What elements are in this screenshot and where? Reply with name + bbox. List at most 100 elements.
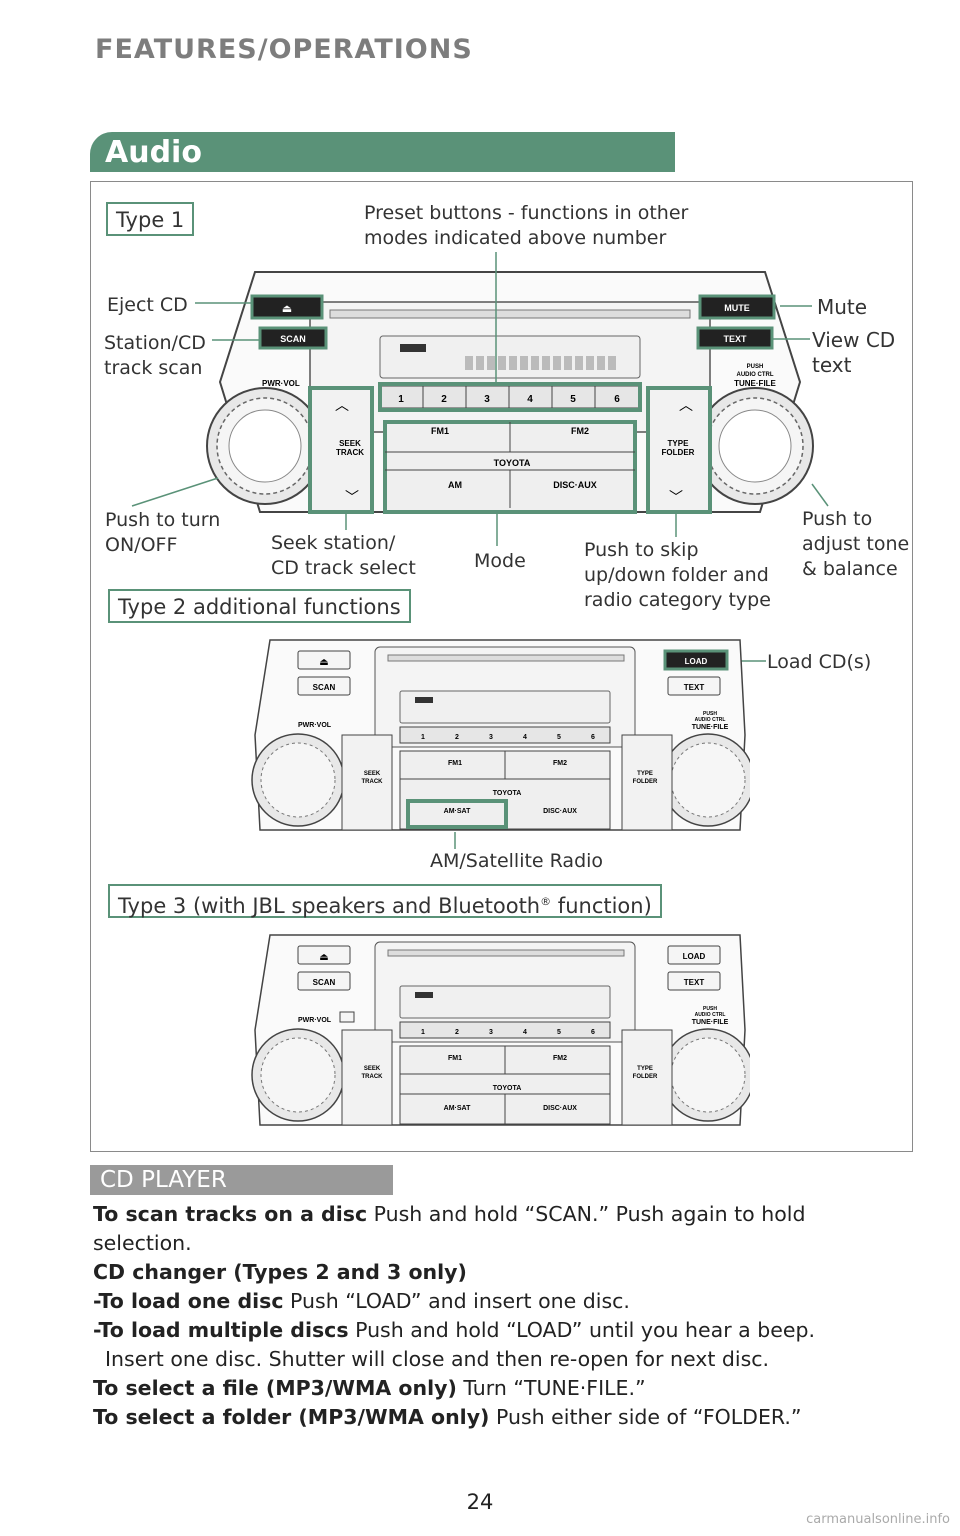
svg-text:3: 3 — [489, 1029, 493, 1036]
type-folder-rocker[interactable] — [621, 1029, 673, 1126]
svg-text:SEEK: SEEK — [339, 439, 361, 448]
type2-tag: Type 2 additional functions — [108, 589, 411, 623]
scan-button[interactable] — [258, 326, 328, 350]
cd-player-bar: CD PLAYER — [90, 1165, 393, 1195]
seek-track-rocker[interactable] — [341, 1029, 393, 1126]
load-button[interactable] — [663, 649, 729, 671]
chevron-down-icon: ﹀ — [669, 489, 683, 505]
type-folder-rocker[interactable]: ︿ TYPE FOLDER ﹀ — [646, 386, 712, 514]
svg-text:PWR·VOL: PWR·VOL — [298, 1017, 332, 1024]
instruction-line: -To load one disc Push “LOAD” and insert… — [93, 1289, 630, 1313]
svg-text:PWR·VOL: PWR·VOL — [298, 722, 332, 729]
svg-text:2: 2 — [441, 394, 447, 405]
instruction-line: Insert one disc. Shutter will close and … — [105, 1347, 770, 1371]
svg-text:1: 1 — [398, 394, 404, 405]
eject-button[interactable] — [297, 650, 351, 670]
instruction-line: To scan tracks on a disc Push and hold “… — [93, 1202, 806, 1226]
fm2-button[interactable]: FM2 — [571, 426, 589, 436]
type1-radio-panel: 1 2 3 4 5 6 ⏏ SCAN MUTE TEXT PWR·VOL PUS… — [206, 271, 814, 514]
svg-text:6: 6 — [591, 1029, 595, 1036]
text-button[interactable] — [667, 676, 721, 696]
svg-text:4: 4 — [527, 394, 533, 405]
svg-text:SEEK: SEEK — [364, 771, 381, 777]
amsat-callout: AM/Satellite Radio — [430, 850, 604, 872]
svg-text:PUSH: PUSH — [703, 711, 717, 717]
svg-text:TEXT: TEXT — [723, 334, 747, 344]
svg-text:AUDIO CTRL: AUDIO CTRL — [695, 717, 726, 723]
section-banner: Audio — [90, 132, 675, 172]
mute-button[interactable] — [698, 294, 776, 320]
svg-text:6: 6 — [591, 734, 595, 741]
eject-callout: Eject CD — [107, 294, 188, 316]
svg-text:LOAD: LOAD — [685, 657, 708, 666]
footer-watermark: carmanualsonline.info — [806, 1512, 950, 1527]
instruction-line: To select a folder (MP3/WMA only) Push e… — [93, 1405, 802, 1429]
svg-text:AUDIO CTRL: AUDIO CTRL — [737, 372, 774, 378]
power-volume-knob[interactable] — [206, 387, 324, 505]
svg-text:4: 4 — [523, 734, 527, 741]
svg-text:TRACK: TRACK — [336, 448, 364, 457]
svg-text:1: 1 — [421, 1029, 425, 1036]
am-sat-button[interactable] — [406, 799, 508, 829]
svg-text:AUDIO CTRL: AUDIO CTRL — [695, 1012, 726, 1018]
page-number: 24 — [466, 1490, 494, 1514]
text-button[interactable] — [667, 971, 721, 991]
svg-text:MUTE: MUTE — [724, 303, 750, 313]
scan-button[interactable] — [297, 971, 351, 991]
svg-text:FM2: FM2 — [553, 760, 567, 767]
svg-text:4: 4 — [523, 1029, 527, 1036]
svg-text:LOAD: LOAD — [683, 952, 706, 961]
svg-text:6: 6 — [614, 394, 620, 405]
type3-radio-panel: ⏏ SCAN LOAD TEXT PWR·VOL PUSH AUDIO CTRL… — [251, 934, 750, 1126]
folder-callout: Push to skip up/down folder and radio ca… — [584, 539, 771, 611]
svg-text:AM·SAT: AM·SAT — [444, 808, 471, 815]
svg-text:PWR·VOL: PWR·VOL — [262, 379, 300, 388]
instruction-line: To select a file (MP3/WMA only) Turn “TU… — [93, 1376, 646, 1400]
type-folder-rocker[interactable] — [621, 734, 673, 831]
svg-text:FM1: FM1 — [448, 760, 462, 767]
chevron-down-icon: ﹀ — [345, 489, 359, 505]
tune-file-knob[interactable] — [696, 387, 814, 505]
svg-text:TUNE·FILE: TUNE·FILE — [692, 724, 729, 731]
svg-text:SCAN: SCAN — [280, 334, 306, 344]
load-button[interactable] — [667, 945, 721, 965]
am-button[interactable]: AM — [448, 480, 462, 490]
svg-text:5: 5 — [557, 734, 561, 741]
instruction-line: CD changer (Types 2 and 3 only) — [93, 1260, 467, 1284]
svg-text:AM·SAT: AM·SAT — [444, 1105, 471, 1112]
seek-track-rocker[interactable] — [341, 734, 393, 831]
load-callout: Load CD(s) — [767, 651, 872, 673]
svg-text:3: 3 — [484, 394, 490, 405]
svg-text:FOLDER: FOLDER — [633, 779, 658, 785]
svg-text:DISC·AUX: DISC·AUX — [543, 808, 577, 815]
preset-callout: Preset buttons - functions in other mode… — [364, 202, 689, 249]
svg-text:1: 1 — [421, 734, 425, 741]
text-button[interactable] — [696, 326, 774, 350]
fm1-button[interactable]: FM1 — [431, 426, 449, 436]
mute-callout: Mute — [817, 295, 868, 319]
chevron-up-icon: ︿ — [679, 397, 693, 413]
seek-callout: Seek station/ CD track select — [271, 532, 416, 579]
type3-tag: Type 3 (with JBL speakers and Bluetooth®… — [108, 884, 662, 918]
eject-icon: ⏏ — [319, 657, 328, 668]
svg-text:2: 2 — [455, 734, 459, 741]
svg-text:PUSH: PUSH — [747, 364, 764, 370]
cd-player-title: CD PLAYER — [100, 1167, 227, 1193]
preset-buttons[interactable]: 1 2 3 4 5 6 — [379, 385, 641, 409]
svg-text:TRACK: TRACK — [362, 779, 384, 785]
eject-button[interactable] — [250, 294, 324, 320]
tone-callout: Push to adjust tone & balance — [802, 508, 910, 580]
mode-callout: Mode — [474, 550, 526, 572]
svg-text:TUNE·FILE: TUNE·FILE — [734, 379, 776, 388]
instruction-line: selection. — [93, 1231, 192, 1255]
svg-text:FOLDER: FOLDER — [662, 448, 695, 457]
svg-text:TOYOTA: TOYOTA — [494, 458, 531, 468]
scan-button[interactable] — [297, 676, 351, 696]
svg-text:SEEK: SEEK — [364, 1066, 381, 1072]
disc-aux-button[interactable]: DISC·AUX — [553, 480, 597, 490]
chevron-up-icon: ︿ — [335, 397, 349, 413]
seek-track-rocker[interactable]: ︿ SEEK TRACK ﹀ — [308, 386, 374, 514]
svg-text:TOYOTA: TOYOTA — [493, 1085, 522, 1092]
eject-button[interactable] — [297, 945, 351, 965]
svg-text:FOLDER: FOLDER — [633, 1074, 658, 1080]
